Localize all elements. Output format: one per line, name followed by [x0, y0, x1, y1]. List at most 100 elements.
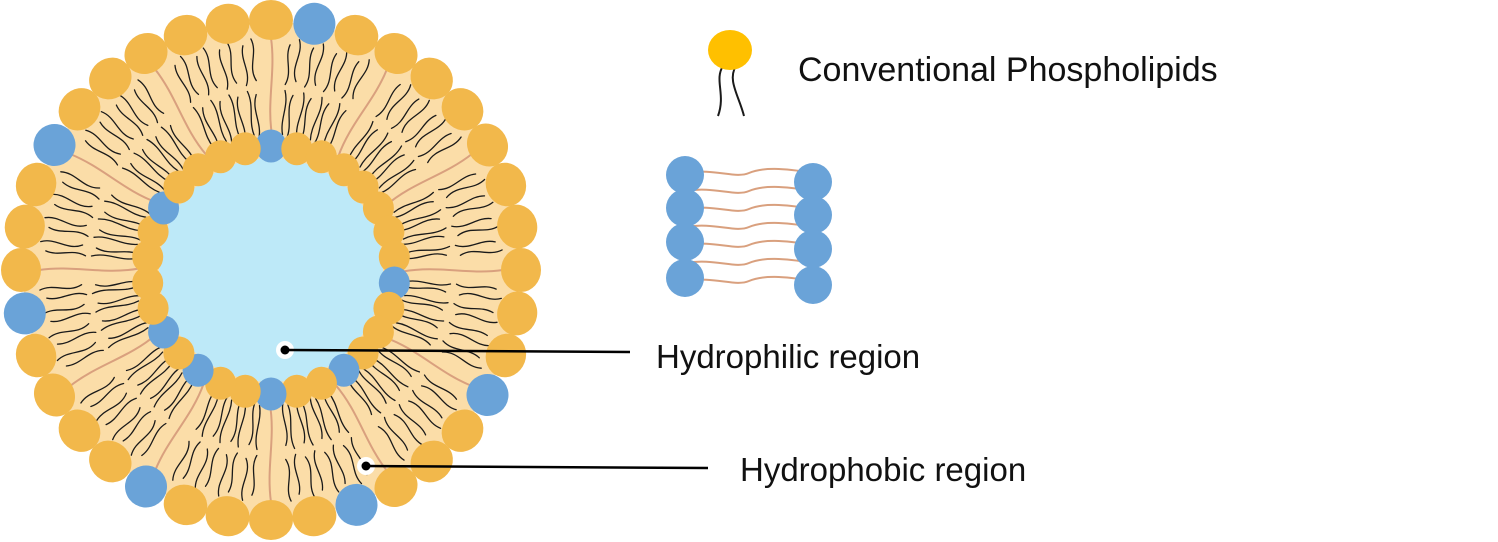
outer-head-blue [335, 483, 378, 526]
lipid-tail [420, 385, 457, 411]
lipid-tail [322, 53, 338, 93]
inner-head-orange [373, 215, 405, 249]
lipid-tail [100, 111, 134, 140]
lipid-tail [118, 94, 149, 127]
lipid-tail [324, 451, 340, 493]
lipid-tail [375, 83, 401, 118]
lipid-tail [60, 171, 101, 189]
lipid-tail [56, 341, 97, 362]
lipid-tail [146, 138, 179, 172]
outer-head-orange [466, 123, 509, 167]
lipid-tail [385, 153, 473, 207]
outer-head-orange [15, 333, 57, 378]
lipid-tail [285, 94, 294, 140]
lipid-tail [115, 104, 144, 136]
lipid-tail [130, 419, 156, 456]
lipid-tail [104, 200, 147, 218]
lipid-tail [46, 292, 88, 300]
lipid-tail [107, 327, 149, 349]
lipid-tail [377, 426, 405, 461]
lipid-tail [314, 43, 325, 86]
lipid-tail [403, 294, 449, 304]
hydrophobic-region-label: Hydrophobic region [740, 451, 1027, 488]
lipid-tail [390, 98, 420, 129]
outer-head-orange [374, 465, 418, 508]
outer-head-orange [501, 248, 541, 292]
lipid-tail [174, 64, 192, 103]
lipid-tail [376, 348, 412, 378]
lipid-tail [405, 245, 451, 254]
lipid-tail [309, 395, 323, 440]
lipid-tail [155, 136, 185, 172]
lipid-tail [393, 191, 435, 213]
bilayer-head-right [794, 266, 832, 304]
lipid-tail [454, 240, 496, 248]
lipid-tail [303, 47, 315, 88]
lipid-tail [54, 203, 94, 219]
lipid-tail [90, 254, 137, 260]
inner-head-blue [255, 129, 287, 163]
bilayer-head-right [794, 196, 832, 234]
hydrophilic-core [159, 158, 383, 382]
outer-head-orange [292, 496, 337, 537]
outer-head-orange [441, 409, 484, 452]
outer-head-orange [205, 496, 250, 537]
outer-head-orange [89, 57, 132, 100]
inner-head-orange [281, 374, 313, 408]
phospholipid-tail [731, 65, 745, 117]
lipid-tail [99, 121, 130, 151]
lipid-tail [390, 324, 431, 346]
lipid-tail [412, 389, 443, 419]
lipid-tail [98, 229, 143, 242]
lipid-tail [378, 159, 415, 189]
lipid-tail [93, 236, 139, 246]
lipid-tail [121, 167, 161, 193]
lipid-tail [48, 323, 90, 339]
inner-head-orange [132, 266, 164, 300]
lipid-tail [459, 249, 503, 256]
lipid-tail [399, 235, 445, 245]
bilayer-tail [684, 185, 814, 194]
outer-head-orange [58, 409, 101, 452]
outer-head-orange [163, 14, 208, 56]
lipid-tail [452, 201, 494, 217]
conventional-phospholipids-label: Conventional Phospholipids [798, 51, 1218, 89]
outer-head-orange [15, 162, 57, 207]
lipid-tail [210, 99, 228, 143]
lipid-tail [342, 444, 363, 485]
lipid-tail [457, 225, 500, 237]
phospholipid-tail [717, 65, 724, 117]
lipid-tail [254, 93, 261, 140]
lipid-tail [453, 302, 494, 314]
lipid-tail [194, 448, 209, 490]
lipid-tail [202, 47, 218, 89]
lipid-tail [408, 400, 442, 429]
lipid-tail [293, 453, 301, 495]
lipid-tail [251, 454, 258, 496]
lipid-tail [445, 195, 486, 209]
lipid-tail [255, 404, 261, 451]
lipid-tail [341, 61, 360, 99]
outer-head-orange [89, 440, 132, 483]
lipid-tail [281, 400, 288, 447]
inner-head-groups [132, 129, 410, 411]
outer-head-orange [334, 14, 379, 56]
lipid-tail [250, 38, 257, 82]
lipid-tail [127, 351, 164, 381]
lipid-tail [284, 44, 291, 86]
inner-head-orange [378, 240, 410, 274]
lipid-tail [246, 90, 255, 136]
lipid-tail [314, 397, 332, 441]
lipid-tail [333, 50, 348, 92]
lipid-tail [141, 422, 167, 457]
lipid-tail [241, 45, 249, 87]
lipid-tail [160, 126, 190, 163]
bilayer-tail [684, 167, 814, 176]
lipid-tail [352, 377, 382, 414]
lipid-tail [219, 100, 233, 145]
lipid-tail [204, 447, 220, 487]
outer-head-blue [466, 374, 509, 416]
outer-head-orange [1, 248, 41, 292]
lipid-tail [100, 313, 144, 331]
